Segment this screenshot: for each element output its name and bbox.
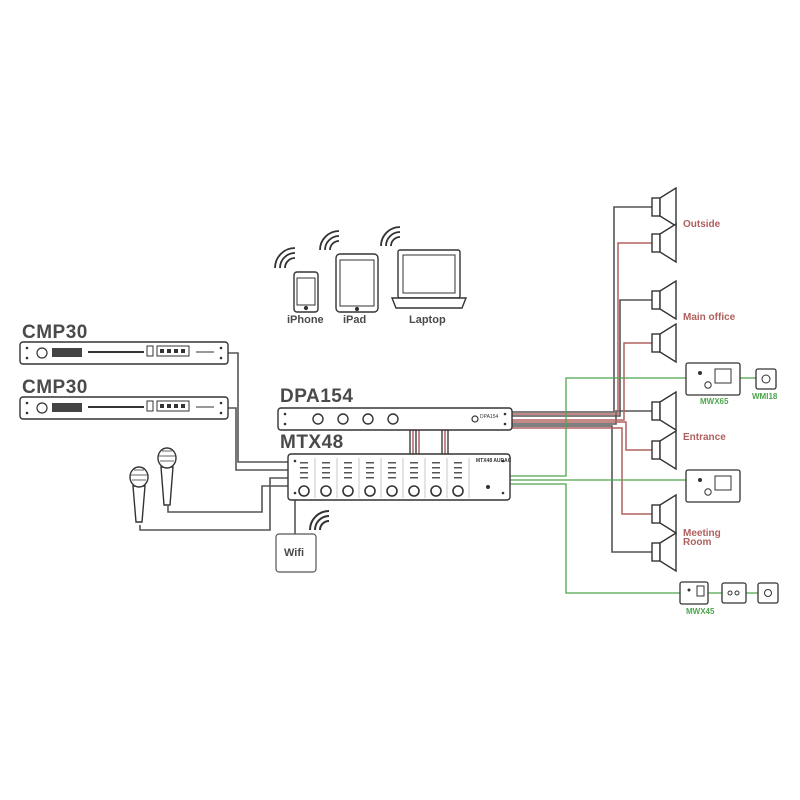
cable-mic-1 bbox=[139, 477, 288, 531]
mwx65-label: MWX65 bbox=[700, 397, 729, 406]
wifi-signal-icon bbox=[309, 510, 330, 531]
zone-meeting-label-2: Room bbox=[683, 537, 712, 548]
cable-outside-1 bbox=[512, 206, 652, 413]
entrance-wall-panel bbox=[685, 469, 741, 503]
mwx45-panel bbox=[679, 581, 709, 605]
iphone-device bbox=[293, 271, 319, 313]
dpa154-panel-label: DPA154 bbox=[480, 414, 499, 420]
wifi-box bbox=[275, 533, 317, 573]
speaker-main-office-1 bbox=[651, 279, 677, 321]
cable-outside-2 bbox=[512, 242, 652, 415]
microphone-2 bbox=[157, 447, 177, 506]
wifi-label: Wifi bbox=[284, 547, 305, 559]
iphone-label: iPhone bbox=[287, 314, 324, 326]
speaker-outside-1 bbox=[651, 186, 677, 228]
cable-ctrl-mwx45 bbox=[510, 483, 680, 594]
cmp30-bottom-unit bbox=[19, 396, 229, 420]
mtx48-channel-strips bbox=[298, 485, 464, 497]
cable-ctrl-mwx65 bbox=[510, 377, 686, 477]
cmp30-bottom-title: CMP30 bbox=[22, 377, 88, 398]
cmp30-top-title: CMP30 bbox=[22, 322, 88, 343]
cable-meeting-1 bbox=[512, 425, 652, 553]
speaker-entrance-2 bbox=[651, 429, 677, 471]
cable-entrance-2 bbox=[512, 421, 652, 451]
ipad-label: iPad bbox=[343, 314, 367, 326]
mtx48-panel-label: MTX48 AUDAC bbox=[476, 458, 512, 464]
speaker-meeting-2 bbox=[651, 531, 677, 573]
mtx48-unit bbox=[287, 453, 511, 501]
cable-dpa-mtx-red bbox=[412, 430, 446, 454]
mwx45-label: MWX45 bbox=[686, 607, 715, 616]
zone-meeting-label-1: Meeting bbox=[683, 528, 721, 539]
cable-main-1 bbox=[512, 299, 652, 417]
ipad-wifi-icon bbox=[319, 230, 340, 251]
speaker-outside-2 bbox=[651, 222, 677, 264]
speaker-meeting-1 bbox=[651, 493, 677, 535]
speaker-entrance-1 bbox=[651, 390, 677, 432]
zone-main-office-label: Main office bbox=[683, 312, 736, 323]
speaker-cables bbox=[412, 242, 652, 515]
speaker-main-office-2 bbox=[651, 322, 677, 364]
zone-outside-label: Outside bbox=[683, 219, 721, 230]
cable-entrance-1 bbox=[512, 410, 652, 425]
mwx65-panel bbox=[685, 362, 741, 396]
laptop-wifi-icon bbox=[380, 226, 401, 247]
laptop-device bbox=[390, 249, 468, 309]
cable-dpa-mtx-links bbox=[409, 430, 449, 454]
mtx48-title: MTX48 bbox=[280, 432, 344, 453]
cable-cmp30-top-to-mtx48 bbox=[228, 352, 288, 463]
control-cables bbox=[510, 377, 758, 594]
ipad-device bbox=[335, 253, 379, 313]
wmi18-panel bbox=[755, 368, 777, 390]
cable-mic-2 bbox=[167, 485, 288, 513]
cable-main-2 bbox=[512, 342, 652, 421]
dpa154-unit bbox=[277, 407, 513, 431]
laptop-label: Laptop bbox=[409, 314, 446, 326]
dpa154-title: DPA154 bbox=[280, 386, 354, 407]
mwx45-ext-panel-2 bbox=[757, 582, 779, 604]
mtx48-meters bbox=[300, 462, 462, 479]
cable-meeting-2 bbox=[512, 427, 652, 515]
cmp30-top-unit bbox=[19, 341, 229, 365]
cable-cmp30-bottom-to-mtx48 bbox=[228, 407, 288, 471]
wmi18-label: WMI18 bbox=[752, 392, 778, 401]
mtx48-dividers bbox=[314, 458, 470, 498]
microphone-1 bbox=[129, 466, 149, 523]
iphone-wifi-icon bbox=[274, 247, 296, 269]
mwx45-ext-panel-1 bbox=[721, 582, 747, 604]
zone-entrance-label: Entrance bbox=[683, 432, 726, 443]
